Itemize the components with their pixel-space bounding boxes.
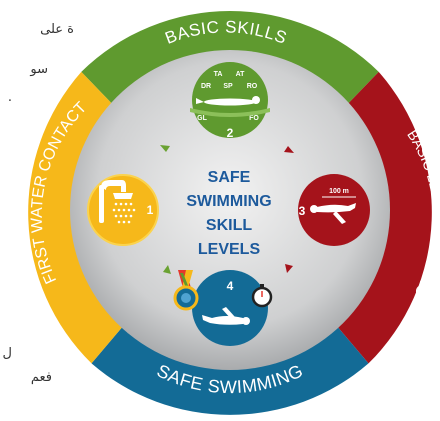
medal-icon: [173, 270, 199, 311]
level-4-badge: 4: [173, 270, 273, 346]
skill-label-sp: SP: [223, 83, 233, 90]
skill-label-gl: GL: [197, 115, 207, 122]
side-text-line-2: سو: [30, 62, 48, 77]
side-text-line-5: فعم: [30, 370, 52, 385]
side-text-line-3: .: [7, 90, 12, 105]
swimmer-icon: [196, 96, 260, 106]
stopwatch-icon: [251, 284, 273, 308]
skill-label-fo: FO: [249, 115, 259, 122]
center-title-line-2: SWIMMING: [186, 193, 271, 210]
level-1-badge: 1: [87, 174, 159, 246]
swimmer-icon: [202, 307, 250, 325]
side-text-line-4: ل: [2, 346, 12, 361]
shower-icon: [99, 180, 136, 224]
center-title-line-4: LEVELS: [198, 241, 261, 258]
level-2-number: 2: [227, 126, 234, 140]
level-1-number: 1: [147, 203, 154, 217]
arrow-2-to-3: [284, 146, 294, 153]
center-title-line-3: SKILL: [206, 217, 252, 234]
skill-label-at: AT: [236, 71, 246, 78]
skill-label-ta: TA: [214, 71, 223, 78]
level-3-number: 3: [299, 204, 306, 218]
distance-label: 100 m: [329, 188, 349, 195]
center-title-line-1: SAFE: [208, 169, 251, 186]
swimmer-icon: [310, 203, 356, 224]
center-title: SAFE SWIMMING SKILL LEVELS: [186, 169, 271, 258]
arrow-3-to-4: [285, 264, 293, 273]
side-text-line-1: ة على: [40, 22, 74, 37]
level-3-badge: 100 m 3: [298, 174, 370, 246]
level-2-badge: TA AT DR SP RO GL FO 2: [190, 62, 270, 140]
skill-label-dr: DR: [201, 83, 211, 90]
arrow-4-to-1: [163, 265, 171, 274]
arrow-1-to-2: [160, 145, 170, 152]
center-disc: [70, 50, 390, 370]
level-4-number: 4: [227, 279, 234, 293]
skill-label-ro: RO: [247, 83, 258, 90]
